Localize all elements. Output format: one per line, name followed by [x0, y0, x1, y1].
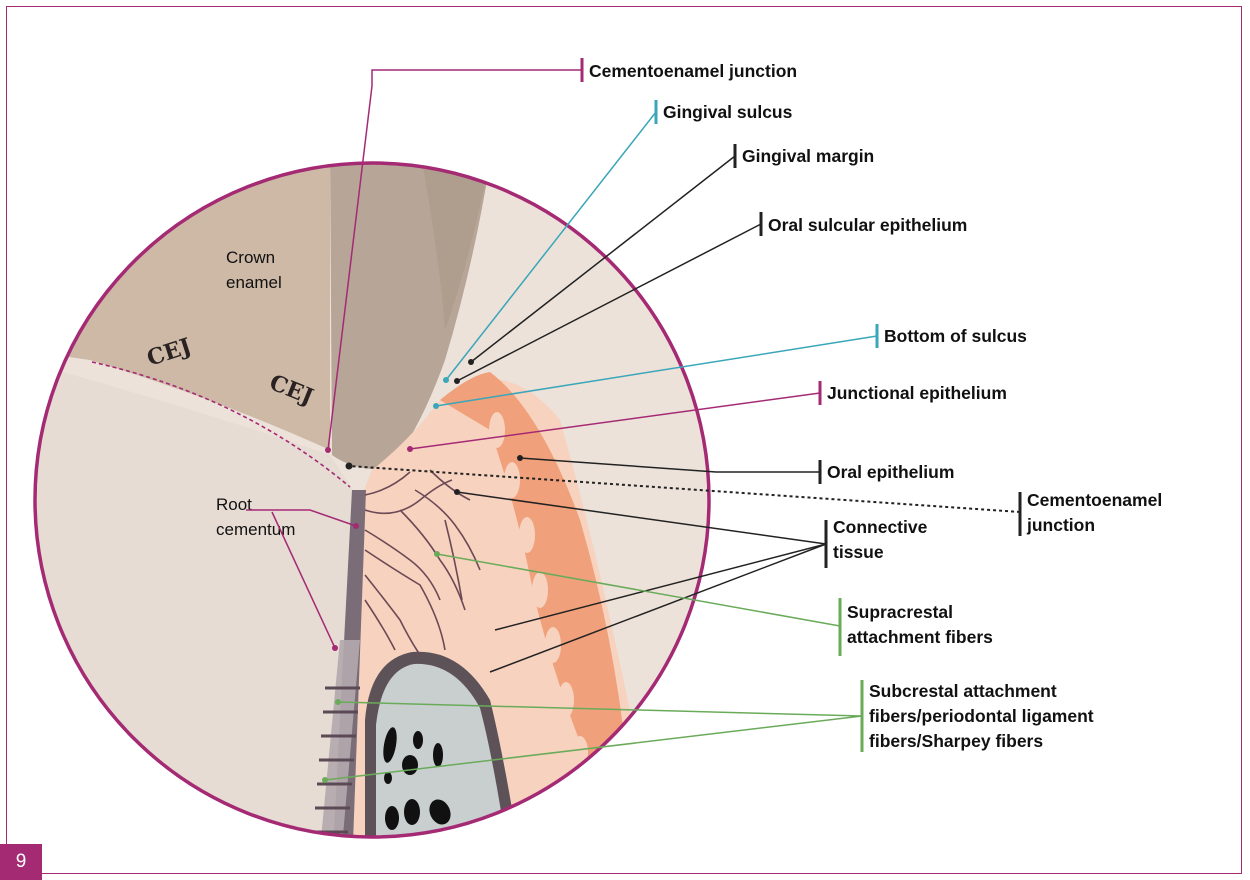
crown-enamel-label-1: Crown — [226, 248, 275, 267]
figure-number-badge: 9 — [0, 844, 42, 880]
callout-gingival-sulcus: Gingival sulcus — [663, 102, 793, 122]
callout-subcrestal-2: fibers/periodontal ligament — [869, 706, 1094, 726]
callout-subcrestal-1: Subcrestal attachment — [869, 681, 1057, 701]
crown-enamel-label-2: enamel — [226, 273, 282, 292]
callout-connective-tissue-2: tissue — [833, 542, 884, 562]
callout-gingival-margin: Gingival margin — [742, 146, 874, 166]
callout-cementoenamel-junction-right-2: junction — [1026, 515, 1095, 535]
callout-cementoenamel-junction-top: Cementoenamel junction — [589, 61, 797, 81]
callout-connective-tissue-1: Connective — [833, 517, 928, 537]
callout-supracrestal-1: Supracrestal — [847, 602, 953, 622]
callout-oral-epithelium: Oral epithelium — [827, 462, 954, 482]
root-cementum-label-1: Root — [216, 495, 252, 514]
callout-subcrestal-3: fibers/Sharpey fibers — [869, 731, 1043, 751]
callout-oral-sulcular-epithelium: Oral sulcular epithelium — [768, 215, 967, 235]
callout-supracrestal-2: attachment fibers — [847, 627, 993, 647]
callout-bottom-of-sulcus: Bottom of sulcus — [884, 326, 1027, 346]
callout-cementoenamel-junction-right-1: Cementoenamel — [1027, 490, 1162, 510]
illustration — [0, 150, 760, 870]
callout-junctional-epithelium: Junctional epithelium — [827, 383, 1007, 403]
